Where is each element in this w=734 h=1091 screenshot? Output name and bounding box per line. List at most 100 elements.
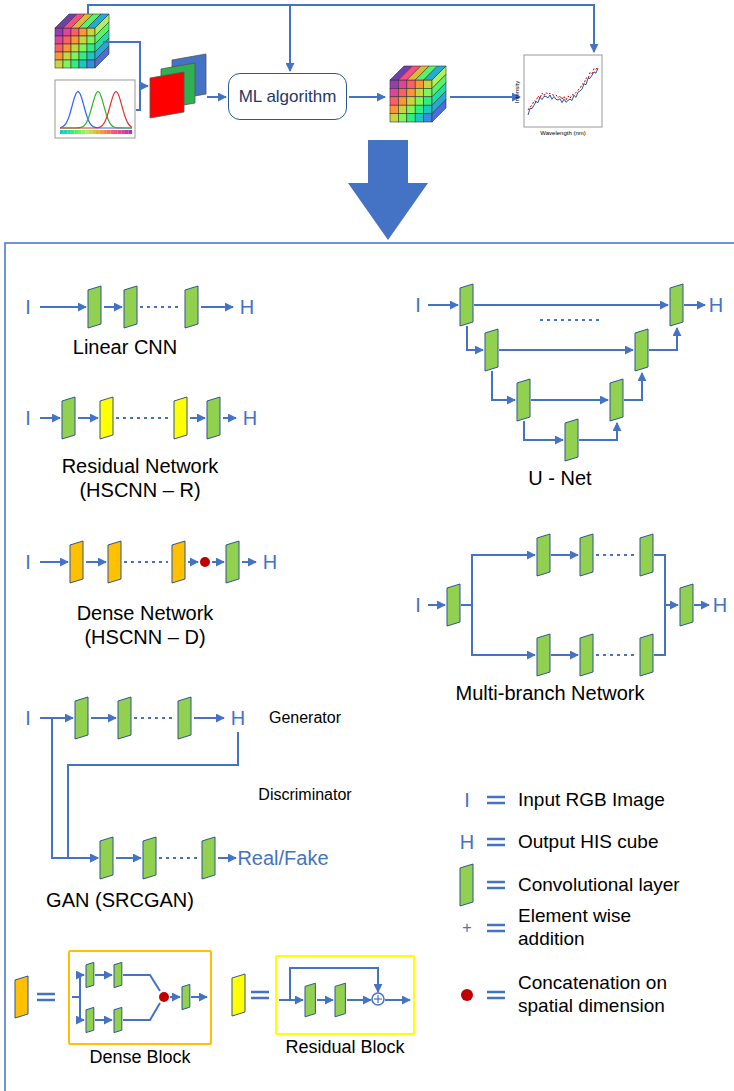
block-frame: Dense Block <box>68 950 212 1045</box>
spectrum-bar <box>60 130 64 134</box>
block-frame: Residual Block <box>275 955 415 1035</box>
arrow <box>347 999 371 1001</box>
box-text: ML algorithm <box>239 86 337 106</box>
input-symbol: I <box>25 406 31 430</box>
conv-layer <box>580 634 593 676</box>
dotted-line <box>134 717 174 719</box>
line <box>487 844 505 847</box>
arrow <box>40 417 60 419</box>
axis-label: Wavelength (nm) <box>540 130 585 137</box>
conv-layer <box>143 837 156 879</box>
arrow <box>499 349 633 351</box>
cube-cell <box>87 52 95 60</box>
arrow <box>170 996 180 998</box>
arrow <box>461 555 535 605</box>
spectrum-curve <box>528 66 598 110</box>
cube-cell <box>71 44 79 52</box>
conv-layer <box>174 397 187 439</box>
cube-cell <box>79 44 87 52</box>
addition-symbol <box>372 993 384 1005</box>
cube-cell <box>407 97 415 105</box>
arrow <box>95 1019 112 1021</box>
conv-layer <box>182 984 190 1009</box>
conv-layer <box>207 397 220 439</box>
cube-cell <box>79 28 87 36</box>
output-symbol: H <box>243 406 257 430</box>
response-curve <box>60 92 132 128</box>
cube-cell <box>55 44 63 52</box>
conv-layer <box>114 962 122 987</box>
arrow <box>207 96 226 98</box>
cube-cell <box>63 44 71 52</box>
cube-cell <box>79 52 87 60</box>
spectrum-bar <box>128 130 132 134</box>
arrow <box>52 718 98 858</box>
dotted-line <box>124 561 168 563</box>
cube-cell <box>390 105 398 113</box>
conv-layer <box>124 286 137 328</box>
cube-cell <box>55 52 63 60</box>
cube-cell <box>407 114 415 122</box>
arrow <box>194 717 224 719</box>
cube-cell <box>55 28 63 36</box>
cube-cell <box>424 114 432 122</box>
arrow <box>385 999 410 1001</box>
arrow <box>242 561 256 563</box>
plot-frame <box>55 80 135 138</box>
arrow <box>551 554 578 556</box>
big-down-arrow <box>348 140 428 240</box>
conv-layer <box>635 329 648 371</box>
spectrum-bar <box>121 130 125 134</box>
spectrum-bar <box>114 130 118 134</box>
arrow <box>78 417 98 419</box>
cube-cell <box>71 28 79 36</box>
legend-text: Convolutional layer <box>518 874 718 897</box>
cube-cell <box>71 52 79 60</box>
conv-layer <box>580 534 593 576</box>
arrow <box>694 604 709 606</box>
cube-cell <box>407 88 415 96</box>
spectrum-bar <box>82 130 86 134</box>
axis-label: Intensity <box>514 81 521 103</box>
line <box>487 924 505 927</box>
cube-cell <box>415 114 423 122</box>
line <box>487 802 505 805</box>
cube-cell <box>424 97 432 105</box>
cube-top <box>87 14 109 28</box>
arrow <box>88 5 594 52</box>
arrow <box>290 968 378 1000</box>
conv-layer <box>15 976 28 1018</box>
legend-dot-swatch <box>461 989 473 1001</box>
line <box>654 605 665 655</box>
arrow <box>212 561 224 563</box>
spectrum-bar <box>89 130 93 134</box>
cube-cell <box>390 114 398 122</box>
conv-layer <box>100 837 113 879</box>
legend-symbol: I <box>464 788 470 812</box>
line <box>487 838 505 841</box>
arrow <box>40 306 86 308</box>
spectrum-curve <box>528 68 598 115</box>
legend-symbol: + <box>462 918 471 937</box>
output-symbol: H <box>713 593 727 617</box>
network-title: Multi-branch Network <box>456 681 645 705</box>
arrow <box>201 306 233 308</box>
line <box>123 975 160 991</box>
cube-cell <box>415 88 423 96</box>
conv-layer <box>670 284 683 326</box>
process-box: ML algorithm <box>228 73 347 120</box>
cube-cell <box>79 36 87 44</box>
cube-cell <box>390 80 398 88</box>
conv-layer <box>86 962 94 987</box>
input-symbol: I <box>25 295 31 319</box>
line <box>377 995 378 1003</box>
conv-layer <box>172 541 185 583</box>
part-name: Generator <box>269 708 341 727</box>
line <box>487 887 505 890</box>
arrow <box>349 96 385 98</box>
output-label: Real/Fake <box>237 846 328 870</box>
conv-layer <box>537 534 550 576</box>
line <box>136 86 140 110</box>
conv-layer <box>108 541 121 583</box>
